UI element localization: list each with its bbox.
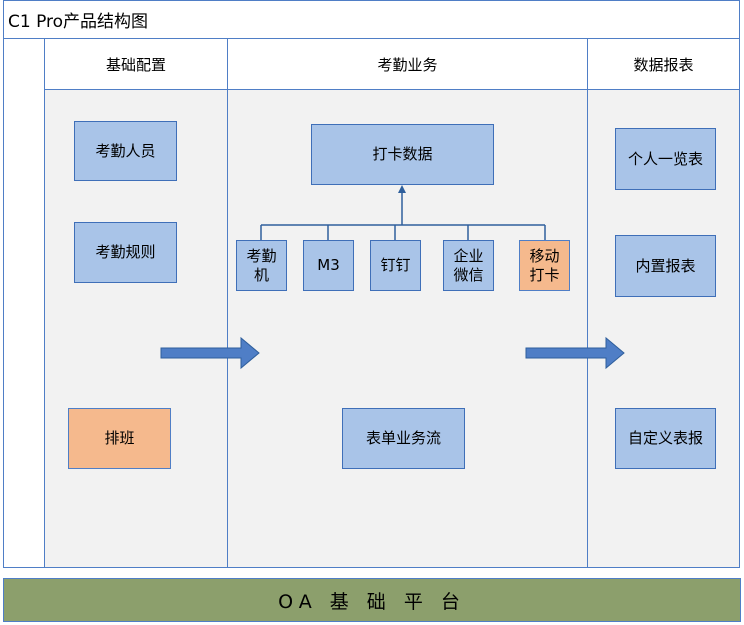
box-punch-data: 打卡数据 — [311, 124, 494, 185]
box-attendance-rules: 考勤规则 — [74, 222, 177, 283]
box-report-builtin: 内置报表 — [615, 235, 716, 297]
flow-arrow-attendance-to-reports — [525, 336, 625, 370]
box-source-dingtalk: 钉钉 — [370, 240, 421, 291]
box-source-mobile: 移动 打卡 — [519, 240, 570, 291]
connector-arrowhead — [398, 185, 406, 193]
box-source-wecom: 企业 微信 — [443, 240, 494, 291]
flow-arrow-config-to-attendance — [160, 336, 260, 370]
box-source-m3: M3 — [303, 240, 354, 291]
source-machine-line1: 考勤 — [246, 246, 277, 265]
source-machine-line2: 机 — [253, 265, 269, 284]
lane-header-attendance: 考勤业务 — [228, 39, 587, 90]
box-report-custom: 自定义表报 — [615, 408, 716, 469]
source-wecom-line2: 微信 — [453, 265, 484, 284]
box-source-machine: 考勤 机 — [236, 240, 287, 291]
lane-header-config: 基础配置 — [45, 39, 227, 90]
box-attendance-staff: 考勤人员 — [74, 121, 177, 181]
box-form-workflow: 表单业务流 — [342, 408, 465, 469]
source-mobile-line1: 移动 — [529, 246, 560, 265]
diagram-title: C1 Pro产品结构图 — [8, 12, 149, 32]
lane-header-reports: 数据报表 — [588, 39, 739, 90]
source-mobile-line2: 打卡 — [529, 265, 560, 284]
lane-divider-mid-left — [227, 39, 228, 567]
box-shift-scheduling: 排班 — [68, 408, 171, 469]
title-bar: C1 Pro产品结构图 — [3, 0, 740, 38]
box-report-personal: 个人一览表 — [615, 128, 716, 190]
oa-platform-bar: OA 基 础 平 台 — [3, 578, 741, 622]
source-wecom-line1: 企业 — [453, 246, 484, 265]
lane-divider-mid-right — [587, 39, 588, 567]
lane-divider-left — [44, 39, 45, 567]
